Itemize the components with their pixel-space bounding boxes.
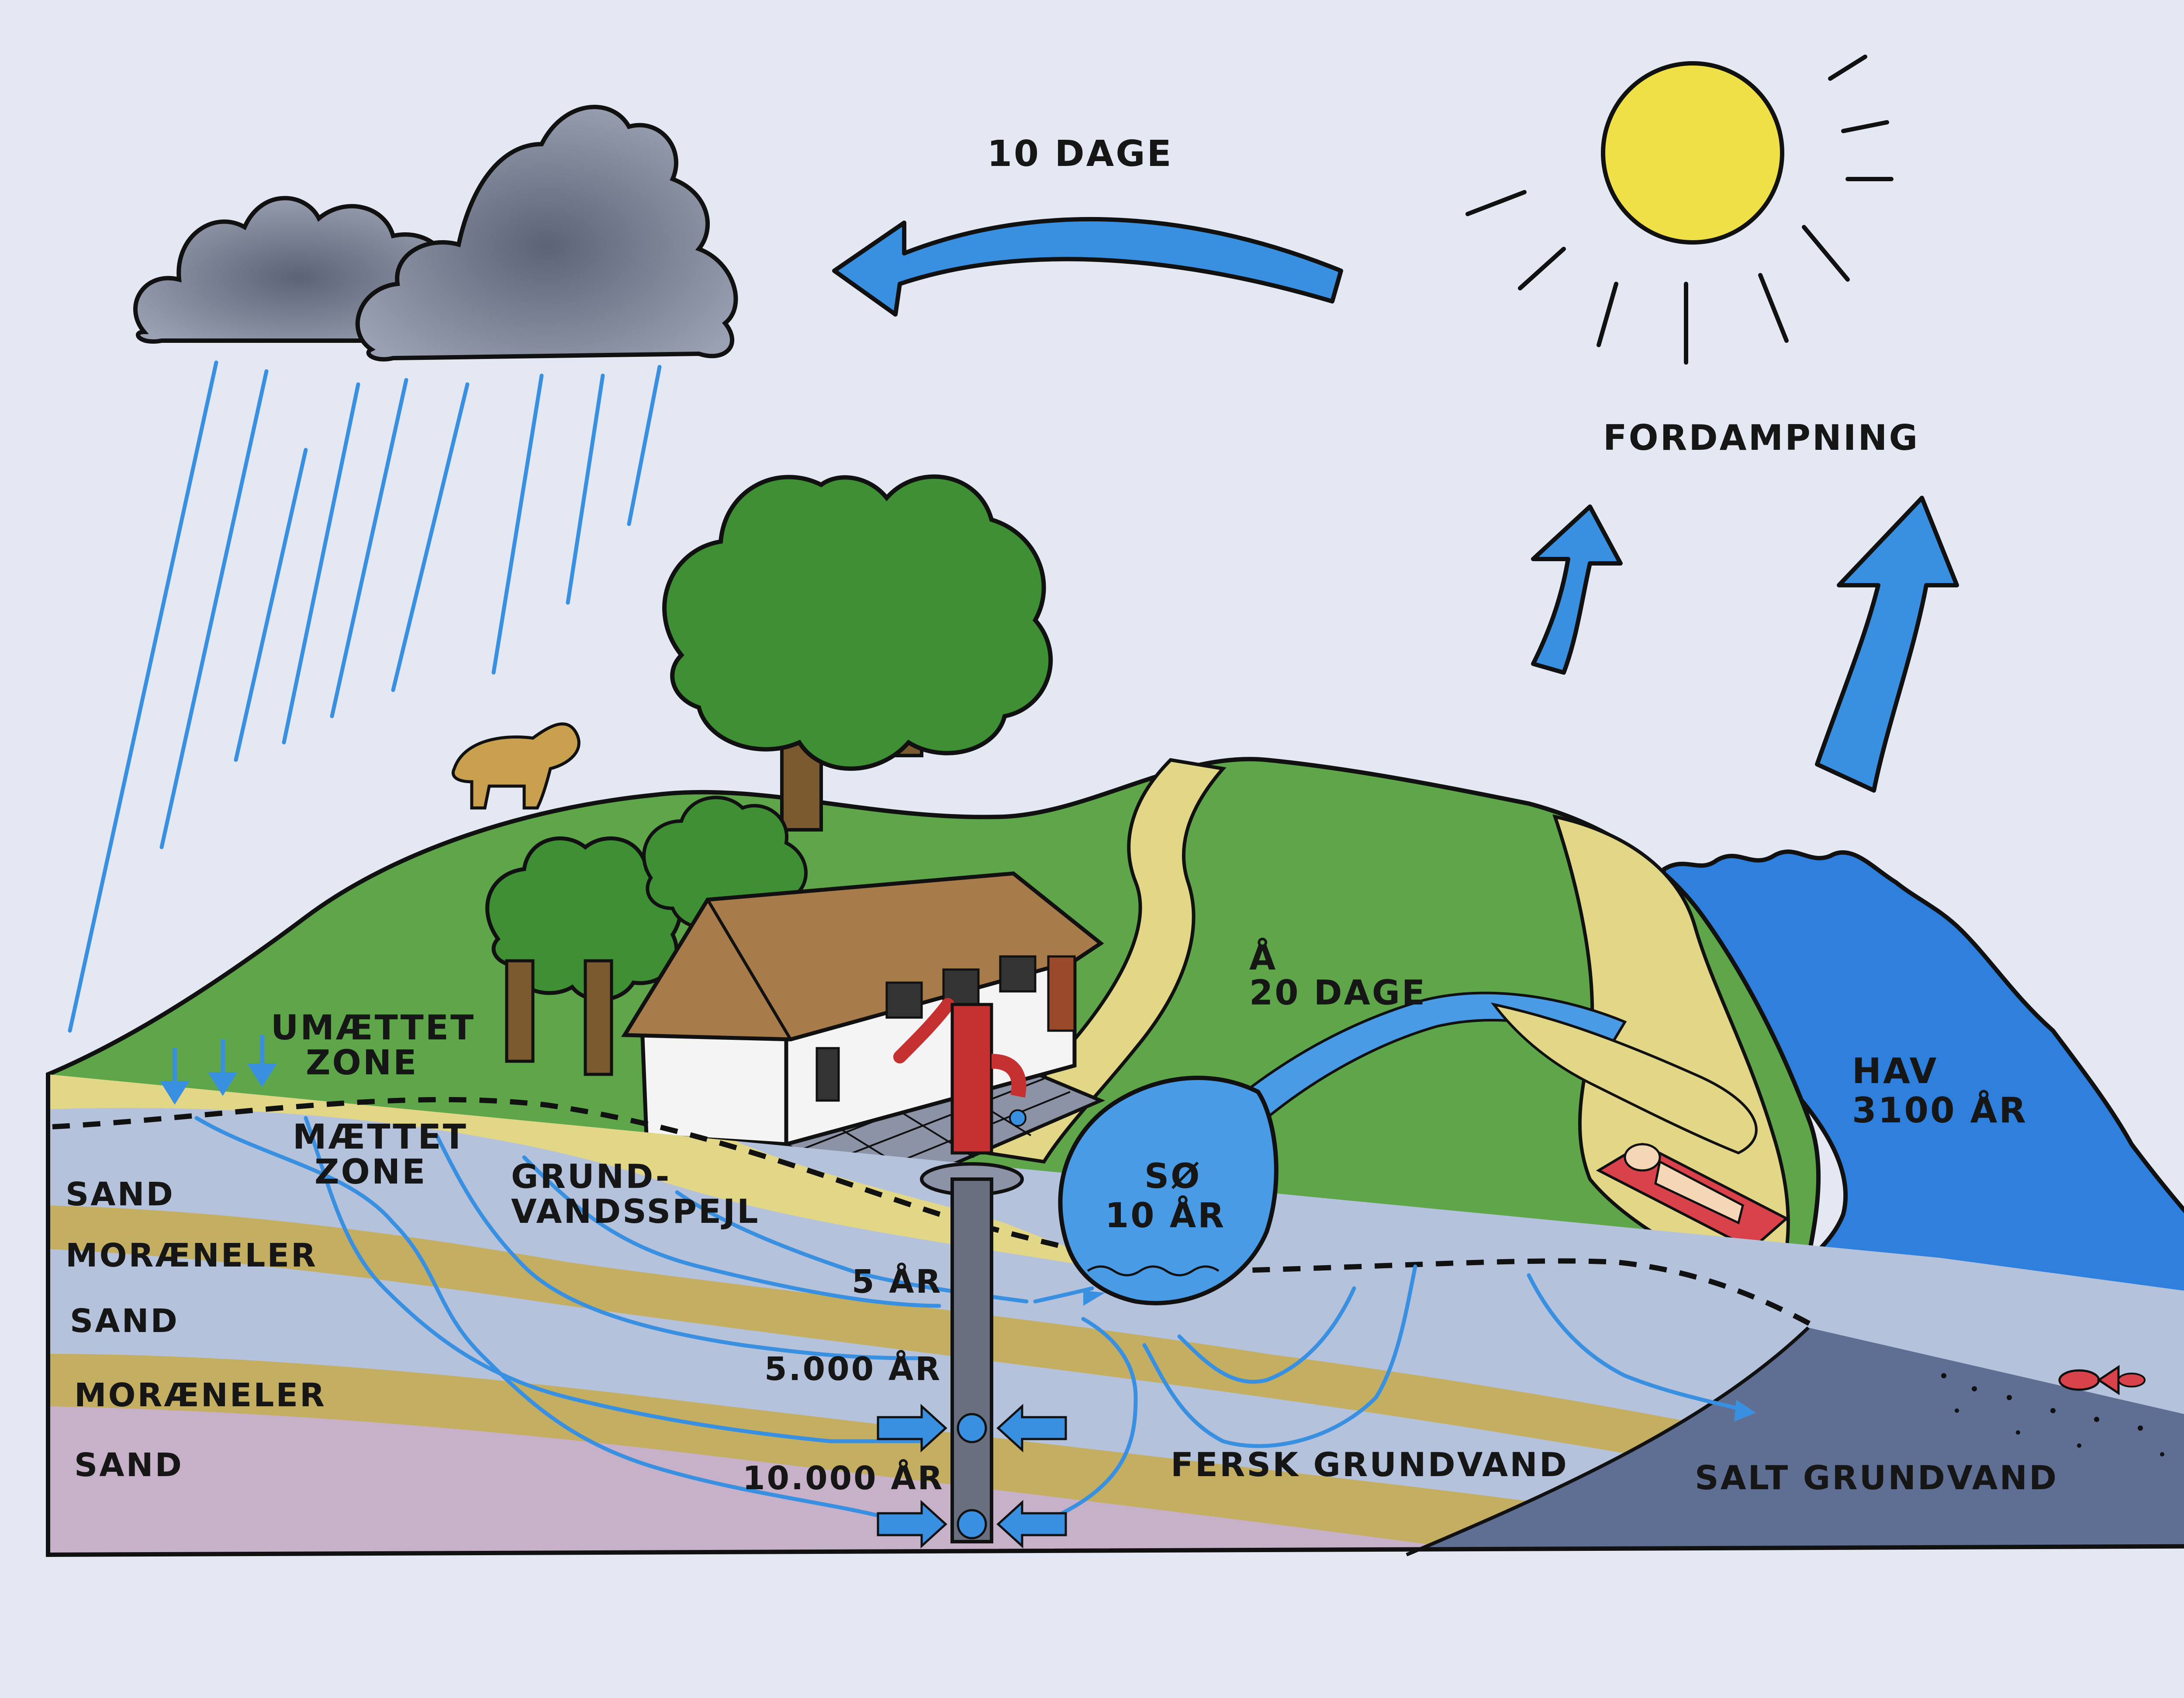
fresh-groundwater-label: FERSK GRUNDVAND: [1171, 1445, 1569, 1484]
house-windows: [816, 955, 1037, 1102]
sea-label: HAV: [1852, 1051, 1938, 1091]
salt-groundwater-label: SALT GRUNDVAND: [1695, 1458, 2058, 1497]
groundwater-age-5000: 5.000 ÅR: [764, 1349, 942, 1388]
cloud-right-icon: [355, 104, 738, 362]
lake-wave-lines: [1087, 1265, 1220, 1277]
layer-sand-3: SAND: [74, 1446, 183, 1484]
well-inflow-arrows: [877, 1404, 1067, 1549]
saturated-zone-label: ZONE: [314, 1153, 427, 1192]
cross-section-border: [46, 1074, 2184, 1557]
sunbather-icon: [1596, 1142, 1789, 1251]
groundwater-age-5: 5 ÅR: [852, 1262, 943, 1301]
evaporation-time-label: 10 DAGE: [987, 133, 1173, 175]
flow-arrowhead: [1734, 1400, 1756, 1422]
tree-crown-icon: [662, 474, 1053, 771]
river-label: Å: [1249, 938, 1277, 978]
lake-label: SØ: [1144, 1157, 1201, 1196]
footpath: [984, 758, 1227, 1164]
layer-clay-1: MORÆNELER: [66, 1237, 318, 1274]
lake: [1058, 1076, 1279, 1305]
river-label: 20 DAGE: [1249, 973, 1427, 1013]
cloud-group: [133, 104, 738, 362]
tree-trunk: [584, 959, 613, 1076]
water-table-label: GRUND-: [511, 1157, 671, 1196]
layer-clay-2: MORÆNELER: [74, 1377, 326, 1414]
trees: [485, 474, 1053, 1076]
sun-group: [1465, 55, 1894, 365]
water-pump-icon: [893, 998, 1026, 1155]
tree-crown-icon: [485, 836, 683, 1002]
unsaturated-zone-label: ZONE: [306, 1043, 418, 1083]
evaporation-label: FORDAMPNING: [1603, 418, 1919, 458]
lake-label: 10 ÅR: [1105, 1195, 1226, 1236]
sun-rays: [1465, 55, 1894, 365]
river-sandbar: [1490, 1002, 1758, 1155]
evaporation-transport-arrow: [832, 217, 1343, 317]
cow-icon: [452, 722, 581, 810]
saturated-zone-label: MÆTTET: [293, 1118, 468, 1157]
unsaturated-zone-label: UMÆTTET: [271, 1008, 475, 1048]
water-table-label: VANDSSPEJL: [511, 1192, 760, 1231]
infiltration-arrows: [159, 1035, 277, 1105]
groundwater-flow-lines: [194, 1116, 1749, 1522]
sea-label: 3100 ÅR: [1852, 1090, 2028, 1131]
layer-sand-2: SAND: [70, 1302, 179, 1340]
well-casing: [920, 1162, 1024, 1543]
rain-lines: [68, 360, 662, 1033]
flow-arrowhead: [1083, 1291, 1105, 1306]
layer-sand-1: SAND: [66, 1176, 175, 1213]
river: [1243, 991, 1627, 1120]
house-door: [1047, 955, 1076, 1032]
farmhouse: [621, 871, 1106, 1199]
sun-icon: [1601, 61, 1784, 245]
groundwater-age-10000: 10.000 ÅR: [743, 1459, 944, 1497]
evaporation-arrow-large: [1815, 496, 1959, 793]
fish-icon: [2058, 1365, 2146, 1395]
tree-trunk: [505, 959, 535, 1063]
evaporation-arrow-small: [1531, 504, 1623, 675]
salt-fresh-boundary: [1406, 1326, 1810, 1556]
